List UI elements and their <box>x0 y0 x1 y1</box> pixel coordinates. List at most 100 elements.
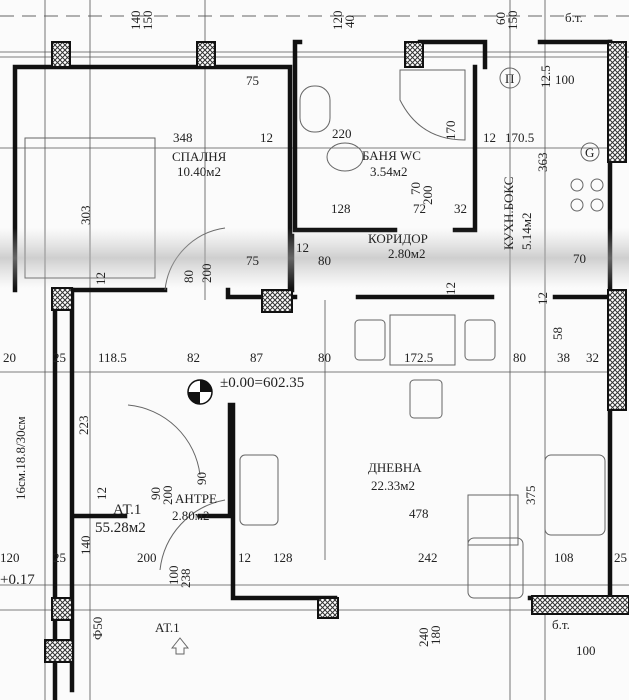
dimension-label: 80 <box>318 253 331 268</box>
dining-chair <box>464 319 496 361</box>
entrance-tag: АТ.1 <box>155 620 180 635</box>
dimension-label: 12 <box>443 282 458 295</box>
dimension-label: 363 <box>535 153 550 173</box>
dimensions-middle-row: 20 25 118.5 82 87 80 172.5 80 38 32 <box>3 350 599 365</box>
dining-chair <box>354 319 386 361</box>
dimension-label: 25 <box>53 550 66 565</box>
dimension-label: 200 <box>160 486 175 506</box>
dimension-label: 150 <box>505 11 520 31</box>
dimension-label: 20 <box>3 350 16 365</box>
dimension-label: 150 <box>140 11 155 31</box>
dining-chair <box>409 379 443 419</box>
dimension-label: 72 <box>413 201 426 216</box>
sink <box>299 85 331 133</box>
dimension-label: 58 <box>550 327 565 340</box>
dimension-label: 108 <box>554 550 574 565</box>
dimension-label: 38 <box>557 350 570 365</box>
fridge-symbol <box>499 67 521 89</box>
dimensions-top: 140 150 120 40 60 150 12.5 100 <box>128 11 575 89</box>
dimension-label: 70 <box>408 182 423 195</box>
room-bathroom-area: 3.54м2 <box>370 164 407 179</box>
dimensions-bottom: 240 180 100 Ф50 <box>90 617 596 658</box>
dimension-label: 80 <box>181 270 196 283</box>
dimension-label: 82 <box>187 350 200 365</box>
apartment-name: АТ.1 <box>113 502 141 518</box>
room-entry-name: АНТРЕ <box>175 491 217 506</box>
dimension-label: 348 <box>173 130 193 145</box>
dimension-label: 32 <box>586 350 599 365</box>
room-living-name: ДНЕВНА <box>368 460 422 475</box>
dimensions-bedroom: 75 348 12 303 12 80 200 75 <box>78 73 273 285</box>
dimension-label: 70 <box>573 251 586 266</box>
dimension-label: 100 <box>555 72 575 87</box>
dimension-label: 100 <box>166 566 181 586</box>
gas-symbol <box>580 142 600 162</box>
dimensions-corridor: 12 80 70 12 12 58 <box>296 240 586 340</box>
dimension-label: 12 <box>94 487 109 500</box>
dimension-label: 80 <box>513 350 526 365</box>
dimension-label: 140 <box>128 11 143 31</box>
dimension-label: 12 <box>296 240 309 255</box>
dimension-label: 12.5 <box>538 65 553 88</box>
dimension-label: 200 <box>199 264 214 284</box>
dimension-label: 478 <box>409 506 429 521</box>
apartment-area: 55.28м2 <box>95 520 146 536</box>
dimension-label: 12 <box>535 292 550 305</box>
dimension-label: 120 <box>0 550 20 565</box>
dimension-label: 60 <box>493 12 508 25</box>
room-bathroom-name: БАНЯ WC <box>362 148 421 163</box>
bt-bottom: б.т. <box>552 617 570 632</box>
hatched-columns <box>44 41 629 663</box>
dimensions-bath: 220 170 12 170.5 70 200 128 72 32 363 <box>331 121 550 217</box>
entry-door-swing <box>159 499 226 571</box>
sofa <box>239 454 279 526</box>
dimension-label: 90 <box>148 487 163 500</box>
door-swing <box>127 404 201 476</box>
gas-label: G <box>585 145 594 160</box>
dimension-label: 80 <box>318 350 331 365</box>
dimension-label: 87 <box>250 350 264 365</box>
dimension-label: 200 <box>420 186 435 206</box>
dimension-label: 223 <box>76 416 91 436</box>
bt-top: б.т. <box>565 10 583 25</box>
dimension-label: 12 <box>260 130 273 145</box>
dimension-label: 128 <box>273 550 293 565</box>
dimension-label: 25 <box>614 550 627 565</box>
dimension-label: 32 <box>454 201 467 216</box>
room-bedroom-area: 10.40м2 <box>177 164 221 179</box>
room-kitchen-area: 5.14м2 <box>519 213 534 250</box>
armchair <box>467 537 524 599</box>
fridge-label: П <box>505 71 514 86</box>
room-living-area: 22.33м2 <box>371 478 415 493</box>
dimension-label: 375 <box>523 486 538 506</box>
dimension-label: 25 <box>53 350 66 365</box>
room-bedroom-name: СПАЛНЯ <box>172 149 227 164</box>
dimension-label: 238 <box>178 569 193 589</box>
armchair <box>544 454 606 536</box>
level-mark-icon <box>187 379 213 405</box>
dimension-label: 140 <box>78 536 93 556</box>
dimension-label: 90 <box>194 472 209 485</box>
dimension-label: 200 <box>137 550 157 565</box>
dimension-label: 12 <box>483 130 496 145</box>
dimension-label: 240 <box>416 628 431 648</box>
dimension-label: 128 <box>331 201 351 216</box>
dimension-label: 303 <box>78 206 93 226</box>
shower <box>399 69 466 141</box>
dimension-label: 75 <box>246 253 259 268</box>
dimension-label: Ф50 <box>90 617 105 640</box>
entrance-arrow-icon <box>170 637 190 655</box>
dining-table <box>389 314 456 366</box>
room-corridor-name: КОРИДОР <box>368 231 428 246</box>
dimension-label: 170 <box>443 121 458 141</box>
room-kitchen-name: КУХН.БОКС <box>501 177 516 250</box>
dimensions-lower-row: 120 25 140 12 200 100 238 12 128 242 108… <box>0 487 627 588</box>
scan-smear <box>0 228 629 288</box>
outside-level: +0.17 <box>0 572 35 588</box>
dimension-label: 242 <box>418 550 438 565</box>
level-mark: ±0.00=602.35 <box>220 375 304 391</box>
room-corridor-area: 2.80м2 <box>388 246 425 261</box>
